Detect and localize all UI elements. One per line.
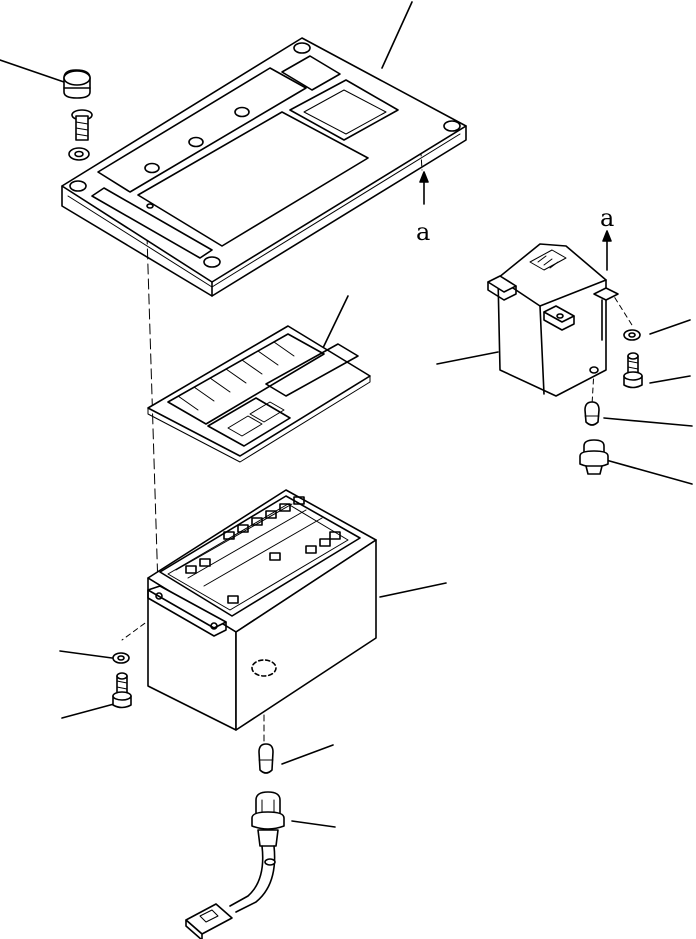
monitor-lamp-socket-icon <box>251 791 285 847</box>
gauge-bolt-icon <box>623 352 643 389</box>
monitor-housing-icon <box>147 489 377 731</box>
gauge-washer-icon <box>623 329 641 341</box>
monitor-bolt-icon <box>112 672 132 709</box>
reference-arrow-right: a <box>600 204 614 271</box>
cover-washer-icon <box>68 147 90 161</box>
gauge-lamp-bulb-icon <box>584 401 600 426</box>
reference-label-left: a <box>416 218 430 246</box>
monitor-washer-icon <box>112 652 130 664</box>
display-board-icon <box>147 325 371 463</box>
reference-arrow-left: a <box>416 171 430 246</box>
cover-screw-icon <box>71 109 93 141</box>
wire-connector-icon <box>185 903 233 939</box>
cap-plug-icon <box>63 69 91 99</box>
monitor-lamp-bulb-icon <box>258 743 274 774</box>
reference-label-right: a <box>600 204 614 232</box>
gauge-lamp-socket-icon <box>579 439 609 475</box>
wire-icon <box>229 845 276 913</box>
leader-lines <box>0 1 693 828</box>
gauge-unit-icon <box>487 243 619 397</box>
monitor-cover-panel-icon <box>61 37 467 297</box>
